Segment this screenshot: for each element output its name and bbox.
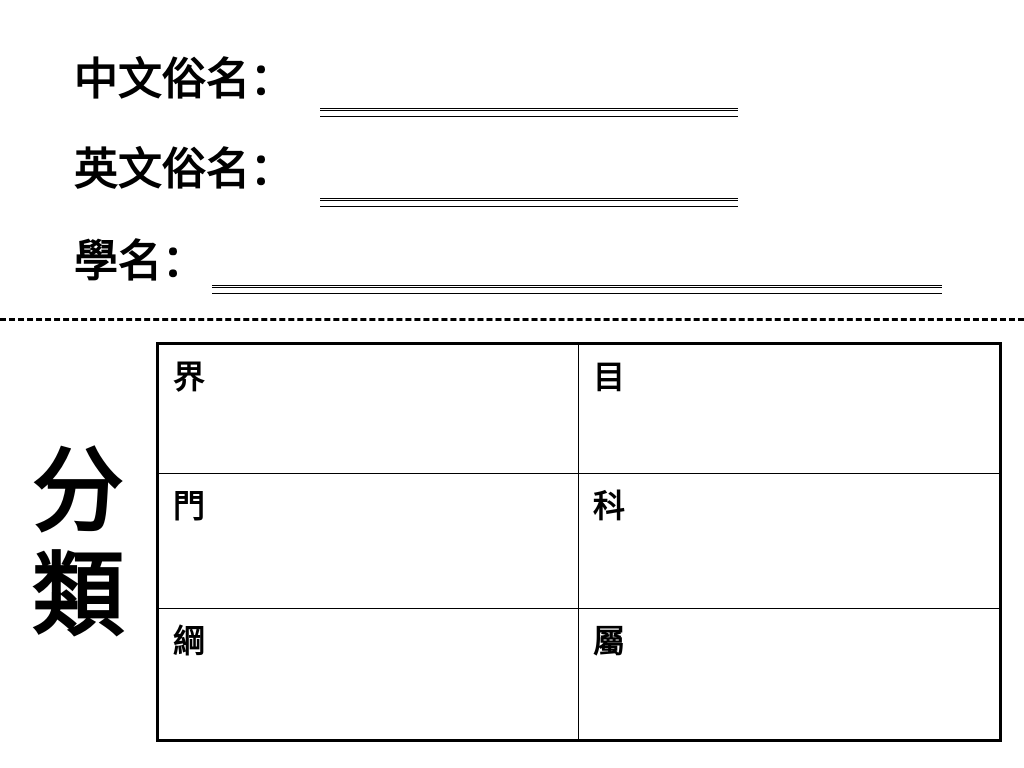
scientific-name-blank[interactable]	[212, 285, 942, 294]
english-name-label: 英文俗名：	[74, 144, 294, 195]
kingdom-cell[interactable]: 界	[159, 345, 579, 474]
order-cell[interactable]: 目	[579, 345, 999, 474]
chinese-name-blank[interactable]	[320, 108, 738, 117]
phylum-cell[interactable]: 門	[159, 474, 579, 609]
genus-label: 屬	[593, 622, 626, 660]
dashed-divider	[0, 318, 1024, 321]
classification-title-char-1: 分	[31, 438, 124, 545]
class-label: 綱	[173, 622, 206, 660]
genus-cell[interactable]: 屬	[579, 609, 999, 739]
family-label: 科	[593, 487, 626, 525]
english-name-blank[interactable]	[320, 198, 738, 207]
classification-title-char-2: 類	[31, 542, 124, 649]
classification-table: 界 目 門 科 綱 屬	[156, 342, 1002, 742]
phylum-label: 門	[173, 487, 206, 525]
kingdom-label: 界	[173, 358, 206, 396]
family-cell[interactable]: 科	[579, 474, 999, 609]
order-label: 目	[593, 358, 626, 396]
chinese-name-label: 中文俗名：	[74, 54, 294, 105]
scientific-name-label: 學名：	[74, 236, 206, 287]
class-cell[interactable]: 綱	[159, 609, 579, 739]
